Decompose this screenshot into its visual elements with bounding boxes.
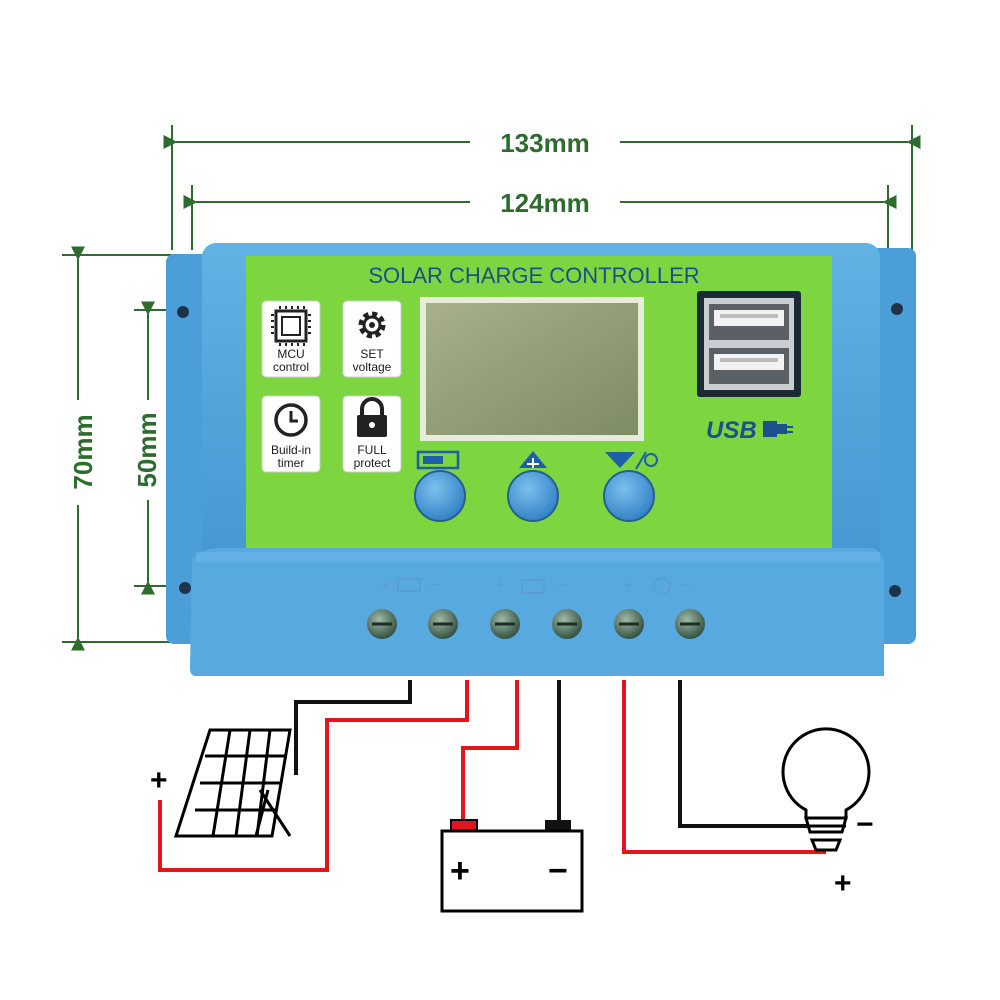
terminal-screw[interactable] — [552, 609, 582, 639]
feature-label: protect — [354, 456, 391, 470]
mount-hole-icon — [891, 303, 903, 315]
padlock-icon — [357, 397, 387, 437]
mount-hole-icon — [179, 582, 191, 594]
feature-label: FULL — [357, 443, 387, 457]
battery-positive-wire — [461, 680, 519, 822]
terminal-symbols: + − + − + − — [381, 577, 691, 595]
solar-panel-icon — [173, 728, 292, 838]
terminal-screw[interactable] — [675, 609, 705, 639]
feature-label: control — [273, 360, 309, 374]
battery-symbol-plus: + — [496, 577, 505, 594]
load-symbol-minus: − — [682, 577, 691, 594]
load-negative-wire — [678, 680, 816, 828]
feature-mcu: MCU control — [261, 300, 321, 378]
terminal-shelf — [190, 548, 884, 676]
overall-width-label: 133mm — [500, 128, 590, 158]
wiring — [158, 680, 826, 872]
overall-height-label: 70mm — [68, 414, 98, 489]
clock-icon — [274, 403, 308, 437]
feature-label: MCU — [277, 347, 304, 361]
terminal-screw[interactable] — [490, 609, 520, 639]
feature-set-voltage: SET voltage — [342, 300, 402, 378]
battery-symbol-minus: − — [556, 577, 565, 594]
usb-port-block[interactable] — [697, 291, 801, 397]
gear-icon — [358, 311, 386, 339]
load-symbol-plus: + — [622, 577, 631, 594]
menu-icon — [416, 450, 460, 470]
panel-title: SOLAR CHARGE CONTROLLER — [368, 263, 699, 288]
battery-minus-sign: − — [548, 852, 568, 890]
terminal-screw[interactable] — [428, 609, 458, 639]
feature-label: Build-in — [271, 443, 311, 457]
feature-label: voltage — [353, 360, 392, 374]
down-triangle-icon — [605, 451, 658, 470]
battery-plus-sign: + — [450, 852, 470, 890]
load-plus-sign: + — [834, 867, 852, 900]
controller-housing: SOLAR CHARGE CONTROLLER MCU control SET … — [166, 243, 916, 676]
lcd-screen — [426, 303, 638, 435]
down-button[interactable] — [603, 470, 655, 522]
feature-protect: FULL protect — [342, 395, 402, 473]
load-symbol-icon — [653, 577, 671, 595]
load-positive-wire — [622, 680, 826, 854]
feature-timer: Build-in timer — [261, 395, 321, 473]
usb-label: USB — [706, 417, 757, 444]
mount-hole-icon — [889, 585, 901, 597]
terminal-screws — [367, 609, 705, 639]
solar-panel-symbol-icon — [397, 578, 421, 592]
usb-port-bottom[interactable] — [709, 348, 789, 384]
solar-plus-sign: + — [150, 764, 168, 797]
feature-label: timer — [278, 456, 305, 470]
load-minus-sign: − — [856, 808, 874, 841]
solar-negative-wire — [294, 680, 412, 775]
terminal-screw[interactable] — [614, 609, 644, 639]
usb-plug-icon — [763, 421, 793, 437]
usb-port-top[interactable] — [709, 304, 789, 340]
battery-symbol-icon — [521, 579, 545, 594]
light-bulb-icon — [781, 727, 871, 852]
mount-hole-icon — [177, 306, 189, 318]
panel-symbol-plus: + — [381, 577, 390, 594]
up-triangle-icon — [519, 451, 547, 468]
battery-icon — [440, 819, 584, 913]
body-width-label: 124mm — [500, 188, 590, 218]
solar-positive-wire — [158, 680, 469, 872]
chip-icon — [271, 306, 311, 346]
up-button[interactable] — [507, 470, 559, 522]
mount-height-label: 50mm — [132, 412, 162, 487]
menu-button[interactable] — [414, 470, 466, 522]
panel-symbol-minus: − — [430, 577, 439, 594]
feature-label: SET — [360, 347, 384, 361]
terminal-screw[interactable] — [367, 609, 397, 639]
